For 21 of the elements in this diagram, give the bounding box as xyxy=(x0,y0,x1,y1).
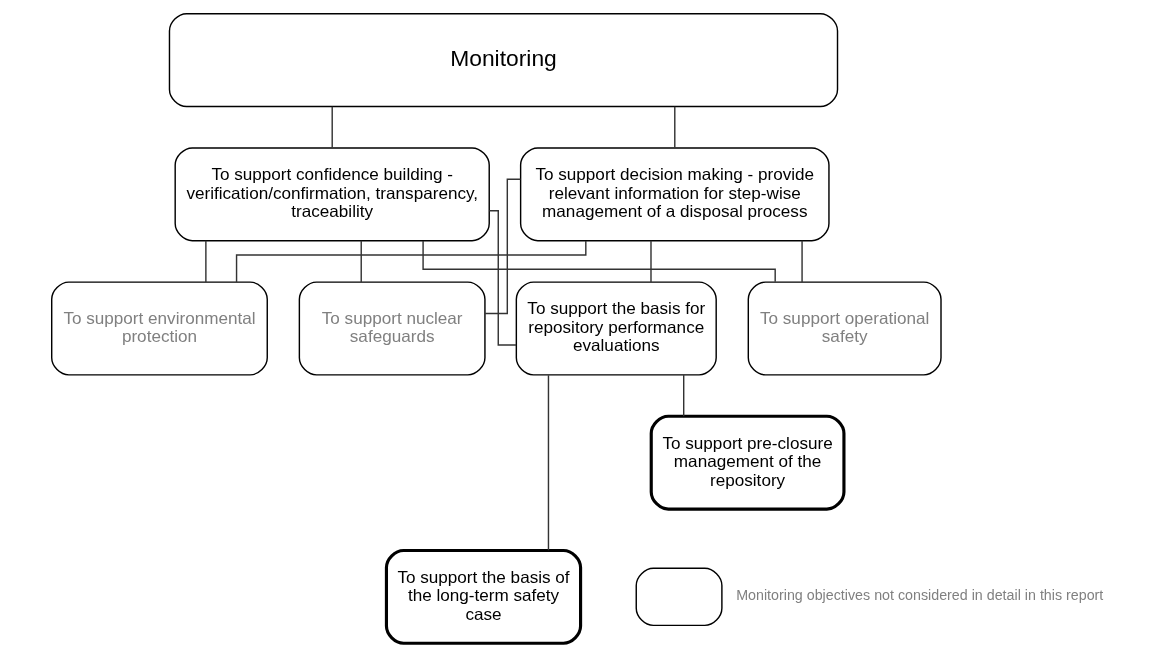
node-box: To support nuclear safeguards xyxy=(298,281,486,376)
connector xyxy=(547,374,549,551)
connector xyxy=(800,240,803,283)
node-box: To support the basis for repository performance evaluations xyxy=(515,281,717,376)
connector xyxy=(673,105,675,149)
node-box: To support environmental protection xyxy=(50,281,268,376)
node-box: To support pre-closure management of the repository xyxy=(649,414,845,511)
node-box: To support the basis of the long-term safety case xyxy=(384,548,582,645)
connector xyxy=(421,240,776,283)
connector xyxy=(204,240,207,283)
connector xyxy=(331,105,333,149)
connector xyxy=(488,210,517,346)
node-box: To support decision making - provide relevant information for step-wise management of a disposal process xyxy=(519,147,830,242)
connector xyxy=(682,374,684,417)
connector xyxy=(649,240,652,283)
connector xyxy=(360,240,362,283)
legend-label: Monitoring objectives not considered in detail in this report xyxy=(735,587,1103,604)
connector xyxy=(483,178,521,315)
node-box: To support operational safety xyxy=(747,281,942,376)
node-box: Monitoring xyxy=(168,13,838,108)
node-box: To support confidence building - verification/confirmation, transparency, traceability xyxy=(173,147,490,242)
